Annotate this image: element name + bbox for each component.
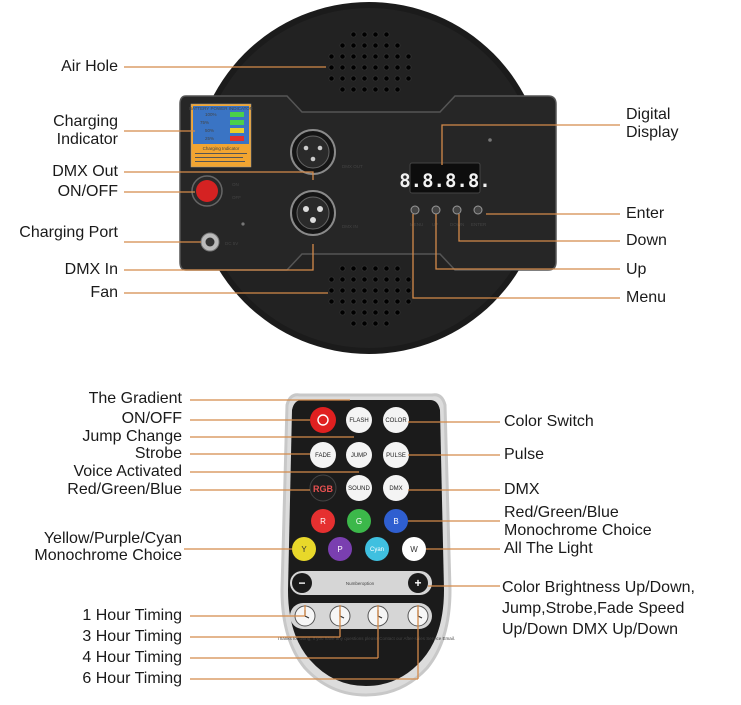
label-rgb-left: Red/Green/Blue bbox=[67, 481, 182, 498]
number-option-label: Numberoption bbox=[346, 581, 375, 586]
fan-hole-grid bbox=[328, 265, 412, 327]
label-rgb-mono: Red/Green/Blue Monochrome Choice bbox=[504, 504, 652, 539]
btn-y-label: Y bbox=[301, 545, 307, 554]
btn-rgb-label: RGB bbox=[313, 484, 334, 494]
charging-title: Charging Indicator bbox=[203, 146, 240, 151]
label-down: Down bbox=[626, 232, 667, 249]
btn-enter-text: ENTER bbox=[471, 222, 487, 227]
dmx-out-connector: DMX OUT bbox=[290, 129, 363, 175]
label-timer-1h: 1 Hour Timing bbox=[82, 607, 182, 624]
label-strobe: Strobe bbox=[134, 445, 182, 462]
air-hole-grid bbox=[328, 31, 412, 93]
label-timer-4h: 4 Hour Timing bbox=[82, 649, 182, 666]
btn-p-label: P bbox=[337, 545, 342, 554]
label-timer-3h: 3 Hour Timing bbox=[82, 628, 182, 645]
remote-buttons: FLASH COLOR FADE JUMP PULSE RGB SOUND DM… bbox=[277, 407, 455, 641]
battery-level-4: 25% bbox=[205, 136, 214, 141]
switch-off-label: OFF bbox=[232, 195, 241, 200]
label-dmx-right: DMX bbox=[504, 481, 540, 498]
label-up: Up bbox=[626, 261, 647, 278]
btn-fade-label: FADE bbox=[315, 453, 331, 459]
control-panel bbox=[179, 95, 557, 271]
btn-dmx-label: DMX bbox=[389, 486, 402, 492]
digital-display: 8.8.8.8. bbox=[399, 138, 492, 194]
battery-level-3: 50% bbox=[205, 128, 214, 133]
label-enter: Enter bbox=[626, 205, 665, 222]
label-dmx-in: DMX In bbox=[64, 261, 118, 278]
remote-leader-lines bbox=[184, 399, 500, 680]
btn-r-label: R bbox=[320, 517, 326, 526]
label-remote-on-off: ON/OFF bbox=[121, 410, 182, 427]
charging-port: DC 5V bbox=[200, 222, 245, 252]
btn-b-label: B bbox=[393, 517, 398, 526]
dmx-in-connector: DMX IN bbox=[290, 190, 358, 236]
label-air-hole: Air Hole bbox=[61, 58, 118, 75]
switch-on-label: ON bbox=[232, 182, 239, 187]
label-ypc-choice: Yellow/Purple/Cyan Monochrome Choice bbox=[34, 530, 182, 564]
label-fan: Fan bbox=[90, 284, 118, 301]
label-gradient: The Gradient bbox=[88, 390, 182, 407]
btn-flash-label: FLASH bbox=[349, 418, 368, 424]
charging-indicator-panel: BATTERY POWER INDICATOR 100% 75% 50% 25%… bbox=[189, 103, 254, 168]
label-jump-change: Jump Change bbox=[82, 428, 182, 445]
btn-color-label: COLOR bbox=[385, 418, 407, 424]
btn-sound-label: SOUND bbox=[348, 486, 370, 492]
battery-level-2: 75% bbox=[200, 120, 209, 125]
dc-label: DC 5V bbox=[225, 241, 238, 246]
label-digital-display: Digital Display bbox=[626, 106, 679, 141]
label-pulse: Pulse bbox=[504, 446, 545, 463]
label-timer-6h: 6 Hour Timing bbox=[82, 670, 182, 687]
battery-level-1: 100% bbox=[205, 112, 217, 117]
label-voice-activated: Voice Activated bbox=[73, 463, 182, 480]
label-color-switch: Color Switch bbox=[504, 413, 594, 430]
label-charging-indicator: Charging Indicator bbox=[53, 113, 118, 148]
btn-minus-label: − bbox=[298, 576, 305, 590]
btn-g-label: G bbox=[356, 517, 362, 526]
battery-title: BATTERY POWER INDICATOR bbox=[189, 106, 254, 111]
label-on-off: ON/OFF bbox=[57, 183, 118, 200]
power-switch: ON OFF bbox=[191, 175, 241, 207]
label-brightness: Color Brightness Up/Down, Jump,Strobe,Fa… bbox=[502, 579, 695, 638]
label-charging-port: Charging Port bbox=[19, 224, 118, 241]
btn-pulse-label: PULSE bbox=[386, 453, 406, 459]
btn-plus-label: + bbox=[414, 576, 421, 590]
btn-menu-text: MENU bbox=[410, 222, 423, 227]
dmx-out-text: DMX OUT bbox=[342, 164, 363, 169]
btn-w-label: W bbox=[410, 545, 418, 554]
display-digits: 8.8.8.8. bbox=[399, 170, 491, 192]
remote-footer-text: Thanks for using, if you have any questi… bbox=[277, 636, 455, 641]
label-all-light: All The Light bbox=[504, 540, 593, 557]
label-menu: Menu bbox=[626, 289, 667, 306]
dmx-in-text: DMX IN bbox=[342, 224, 358, 229]
btn-c-label: Cyan bbox=[370, 547, 384, 553]
label-dmx-out: DMX Out bbox=[52, 163, 118, 180]
btn-down-text: DOWN bbox=[450, 222, 464, 227]
remote-onoff-button bbox=[310, 407, 336, 433]
top-leader-lines bbox=[124, 66, 620, 299]
btn-up-text: UP bbox=[432, 222, 438, 227]
btn-jump-label: JUMP bbox=[351, 453, 367, 459]
